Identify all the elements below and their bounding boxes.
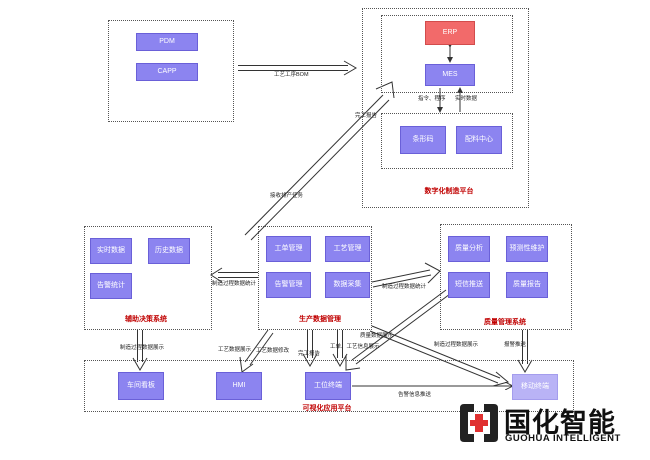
barcode-dispatch-subgroup [381, 113, 513, 169]
label-prod-mes: 完工报告 [355, 113, 378, 119]
process-mgmt-box: 工艺管理 [325, 236, 370, 262]
label-hmi-mod: 工艺数据修改 [256, 348, 290, 354]
arrow-prod-terminal-b [332, 330, 348, 367]
label-decision-board: 制造过程数据展示 [120, 345, 165, 351]
logo-chinese-name: 国化智能 [504, 408, 616, 439]
quality-report-box: 质量报告 [506, 272, 548, 298]
alarm-stats-box: 告警统计 [90, 273, 132, 299]
erp-mes-subgroup [381, 15, 513, 93]
label-prod-mobile: 制造过程数据展示 [434, 342, 479, 348]
arrow-prod-terminal [302, 330, 318, 367]
visual-platform-group [84, 360, 574, 412]
arrow-prod-decision [210, 267, 258, 283]
guohua-logo: 国化智能 GUOHUA INTELLIGENT [458, 400, 648, 450]
label-capp-mes: 工艺工序BOM [274, 72, 309, 78]
pdm-box: PDM [136, 33, 198, 51]
digital-platform-title: 数字化制造平台 [424, 188, 474, 195]
guohua-logo-mark-icon [460, 404, 498, 442]
label-quality-terminal: 质量数据展示 [360, 333, 394, 339]
alarm-mgmt-box: 告警管理 [266, 272, 311, 298]
arrow-capp-mes [238, 60, 357, 76]
label-prod-decision: 制造过程数据统计 [212, 281, 257, 287]
production-group [258, 226, 372, 330]
work-order-box: 工单管理 [266, 236, 311, 262]
quality-title: 质量管理系统 [484, 319, 526, 326]
history-data-box: 历史数据 [148, 238, 190, 264]
label-prod-terminal-a: 完工报告 [298, 351, 321, 357]
design-group [108, 20, 234, 122]
arrow-decision-board [132, 330, 148, 371]
quality-group [440, 224, 572, 330]
mes-box: MES [425, 64, 475, 86]
realtime-data-box: 实时数据 [90, 238, 132, 264]
decision-group [84, 226, 212, 330]
production-title: 生产数据管理 [299, 316, 341, 323]
label-mes-up: 实时数据 [455, 96, 478, 102]
label-mes-down: 指令、程序 [418, 96, 446, 102]
label-hmi: 工艺数据展示 [218, 347, 252, 353]
capp-box: CAPP [136, 63, 198, 81]
label-terminal-mobile: 告警信息推送 [398, 392, 432, 398]
dispatch-box: 配料中心 [456, 126, 502, 154]
station-terminal-box: 工位终端 [305, 372, 351, 400]
erp-box: ERP [425, 21, 475, 45]
digital-platform-group [362, 8, 529, 208]
decision-title: 辅助决策系统 [125, 316, 167, 323]
logo-english-name: GUOHUA INTELLIGENT [505, 433, 621, 444]
hmi-box: HMI [216, 372, 262, 400]
arrow-quality-mobile [517, 330, 533, 373]
barcode-box: 条形码 [400, 126, 446, 154]
label-mes-prod: 接收排产任务 [270, 193, 304, 199]
workshop-board-box: 车间看板 [118, 372, 164, 400]
sms-push-box: 短信推送 [448, 272, 490, 298]
predictive-maintenance-box: 预测性维护 [506, 236, 548, 262]
quality-analysis-box: 质量分析 [448, 236, 490, 262]
data-collect-box: 数据采集 [325, 272, 370, 298]
mobile-terminal-box: 移动终端 [512, 374, 558, 400]
visual-platform-title: 可视化应用平台 [302, 405, 352, 412]
label-quality-mobile: 报警推送 [504, 342, 527, 348]
label-prod-quality: 制造过程数据统计 [382, 284, 427, 290]
label-prod-terminal-b: 工单、工艺信息展示 [330, 344, 380, 350]
